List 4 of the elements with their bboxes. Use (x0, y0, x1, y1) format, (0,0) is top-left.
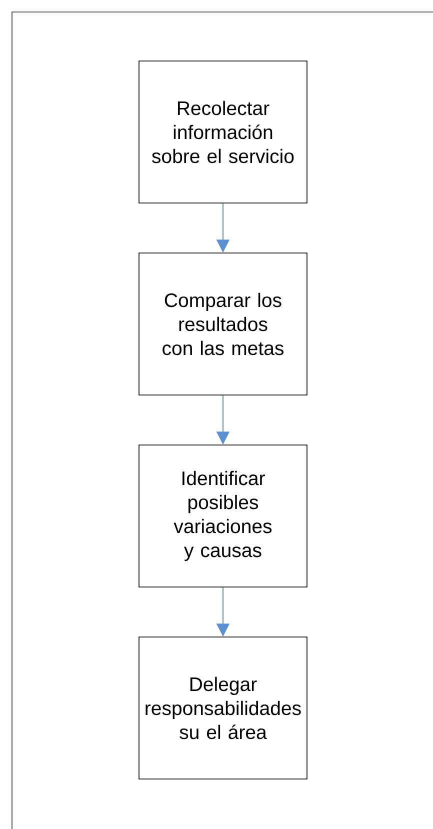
process-box: Identificar posibles variaciones y causas (138, 444, 308, 588)
process-box: Comparar los resultados con las metas (138, 252, 308, 396)
process-box: Delegar responsabilidades su el área (138, 636, 308, 780)
process-box: Recolectar información sobre el servicio (138, 60, 308, 204)
